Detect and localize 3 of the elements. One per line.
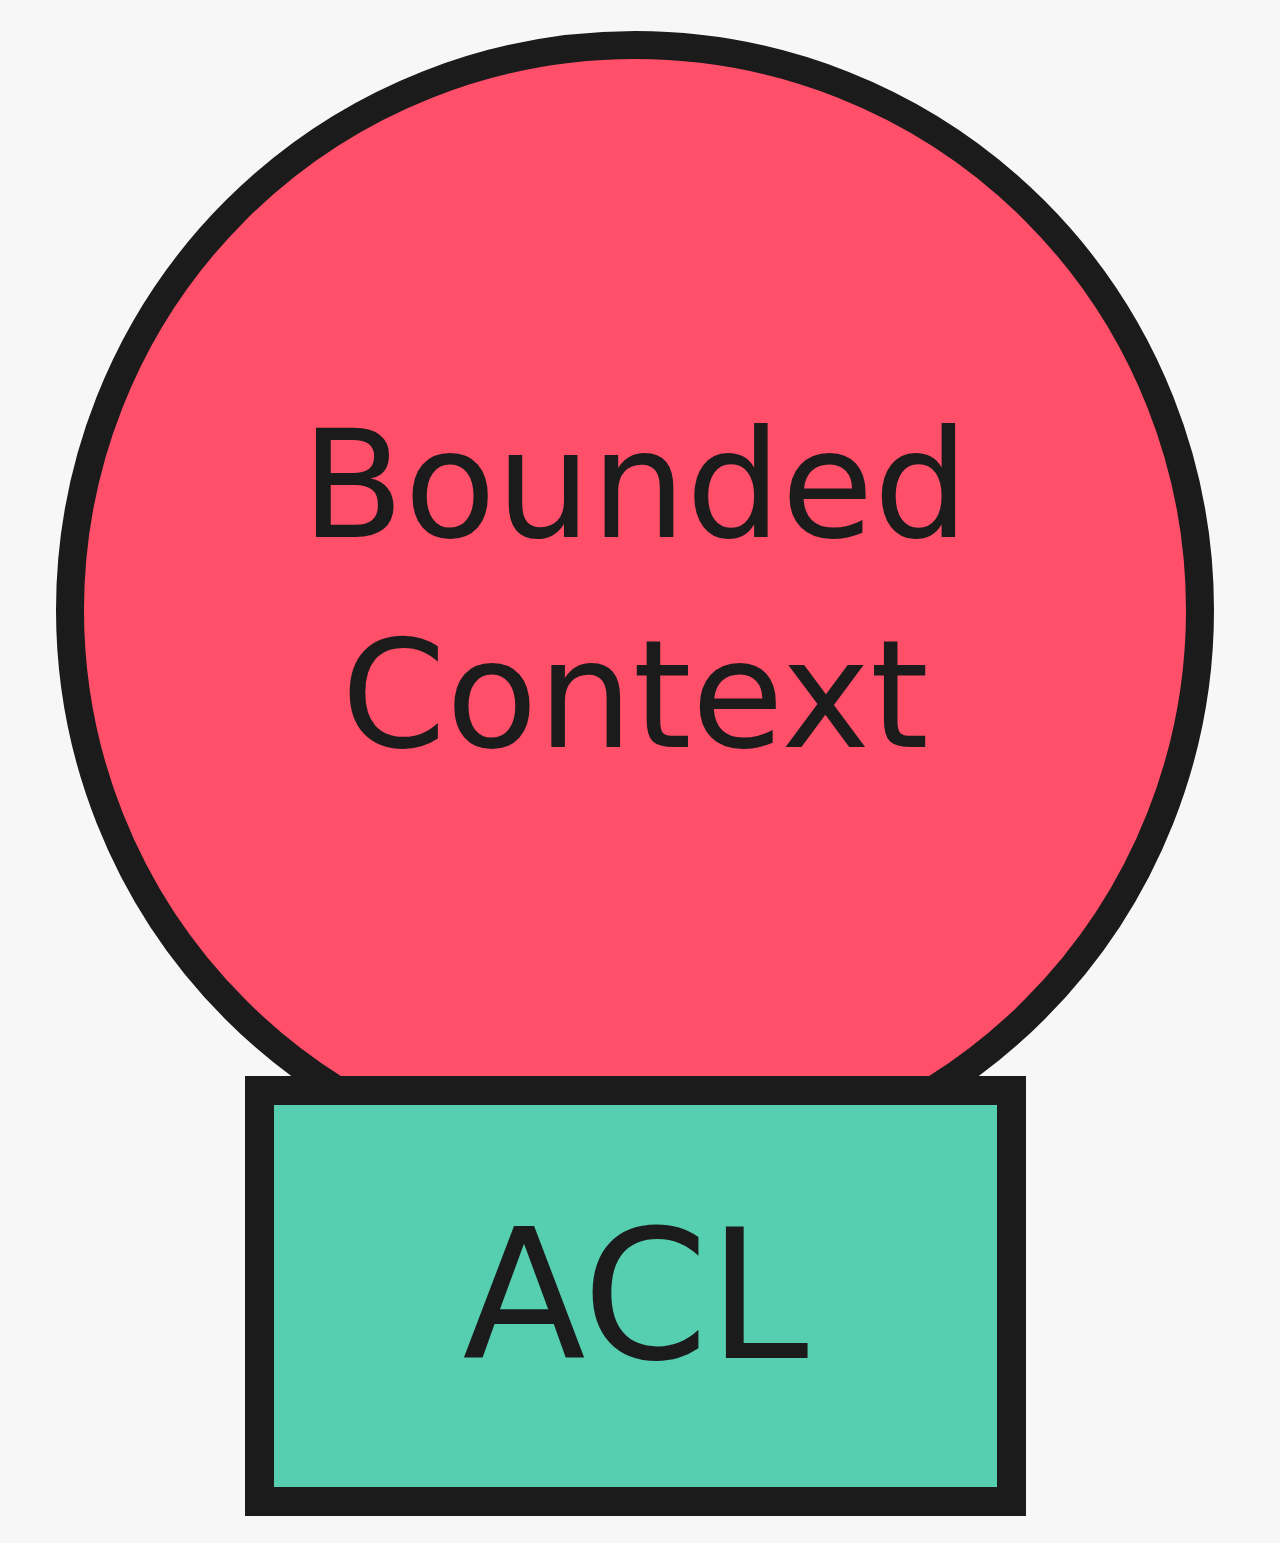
node-label: ACL — [462, 1190, 809, 1402]
rectangle-box — [245, 1076, 1026, 1516]
node-label: Bounded Context — [300, 397, 970, 784]
